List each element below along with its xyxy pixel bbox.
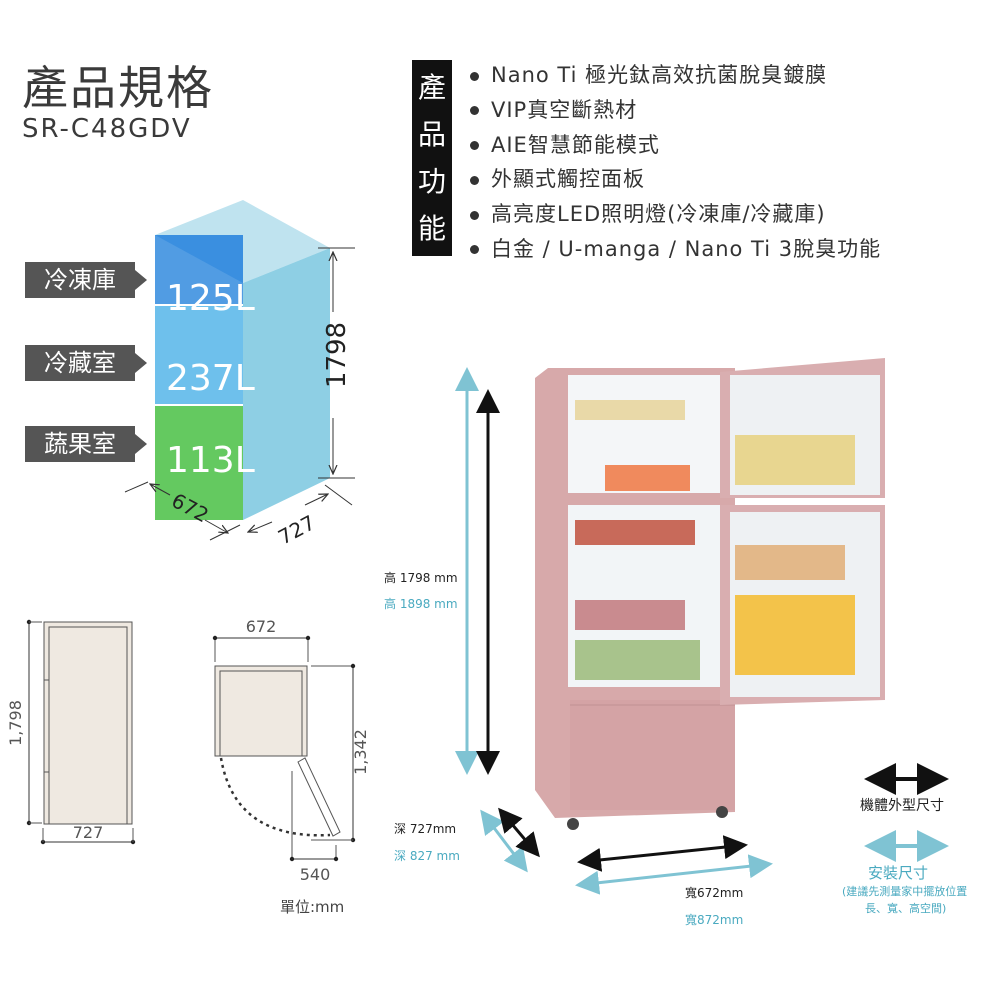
feature-item: 高亮度LED照明燈(冷凍庫/冷藏庫) xyxy=(470,199,881,234)
bullet-icon xyxy=(470,106,479,116)
freezer-section xyxy=(155,235,243,305)
vegetable-section xyxy=(155,405,243,520)
bullet-icon xyxy=(470,141,479,151)
features-heading-char: 品 xyxy=(417,117,446,151)
top-open-depth-label: 1,342 xyxy=(351,729,370,775)
feature-item: Nano Ti 極光鈦高效抗菌脫臭鍍膜 xyxy=(470,60,881,95)
vegetable-volume: 113L xyxy=(166,440,255,481)
bullet-icon xyxy=(470,245,479,255)
unit-label: 單位:mm xyxy=(280,898,344,916)
install-width-arrow xyxy=(575,854,773,895)
legend-install-label: 安裝尺寸 xyxy=(868,864,929,882)
features-heading: 產 品 功 能 xyxy=(412,60,452,256)
body-depth-arrow xyxy=(498,807,540,858)
capacity-box: 1798 672 727 xyxy=(124,200,355,549)
fridge-volume: 237L xyxy=(166,358,255,399)
vegetable-tag: 蔬果室 xyxy=(25,426,147,462)
feature-text: VIP真空斷熱材 xyxy=(491,97,638,122)
legend-install-note-2: 長、寬、高空間) xyxy=(865,902,947,915)
depth-value: 727 xyxy=(274,510,319,549)
side-depth-label: 727 xyxy=(73,823,104,842)
feature-text: 高亮度LED照明燈(冷凍庫/冷藏庫) xyxy=(491,202,826,227)
door-clearance-label: 540 xyxy=(300,865,331,884)
page-title: 產品規格 xyxy=(22,61,214,115)
side-height-label: 1,798 xyxy=(6,700,25,746)
body-height-label: 高 1798 mm xyxy=(384,571,458,585)
fridge-section xyxy=(155,305,243,405)
height-value: 1798 xyxy=(322,322,352,388)
features-heading-char: 產 xyxy=(417,70,446,104)
top-view-drawing xyxy=(212,635,356,862)
feature-item: 白金 / U-manga / Nano Ti 3脫臭功能 xyxy=(470,234,881,269)
bullet-icon xyxy=(470,210,479,220)
feature-item: AIE智慧節能模式 xyxy=(470,130,881,165)
model-number: SR-C48GDV xyxy=(22,114,192,144)
features-heading-char: 能 xyxy=(417,211,446,245)
bullet-icon xyxy=(470,175,479,185)
features-heading-char: 功 xyxy=(417,164,446,198)
install-height-label: 高 1898 mm xyxy=(384,597,458,611)
body-width-label: 寬672mm xyxy=(685,886,744,900)
body-width-arrow xyxy=(577,835,748,872)
install-width-label: 寬872mm xyxy=(685,913,744,927)
freezer-tag: 冷凍庫 xyxy=(25,262,147,298)
fridge-tag: 冷藏室 xyxy=(25,345,147,381)
legend-install-note-1: (建議先測量家中擺放位置 xyxy=(842,885,968,898)
bullet-icon xyxy=(470,71,479,81)
freezer-volume: 125L xyxy=(166,278,255,319)
feature-text: AIE智慧節能模式 xyxy=(491,132,660,157)
install-depth-label: 深 827 mm xyxy=(394,849,460,863)
feature-list: Nano Ti 極光鈦高效抗菌脫臭鍍膜 VIP真空斷熱材 AIE智慧節能模式 外… xyxy=(470,60,881,269)
side-view-drawing xyxy=(26,619,136,845)
legend-body-label: 機體外型尺寸 xyxy=(860,798,944,814)
feature-item: 外顯式觸控面板 xyxy=(470,164,881,199)
feature-text: Nano Ti 極光鈦高效抗菌脫臭鍍膜 xyxy=(491,63,828,87)
feature-text: 白金 / U-manga / Nano Ti 3脫臭功能 xyxy=(491,236,882,261)
feature-item: VIP真空斷熱材 xyxy=(470,95,881,130)
fridge-photo xyxy=(535,358,885,830)
body-depth-label: 深 727mm xyxy=(394,822,457,836)
top-width-label: 672 xyxy=(246,617,277,636)
feature-text: 外顯式觸控面板 xyxy=(491,167,645,192)
install-depth-arrow xyxy=(480,809,528,873)
